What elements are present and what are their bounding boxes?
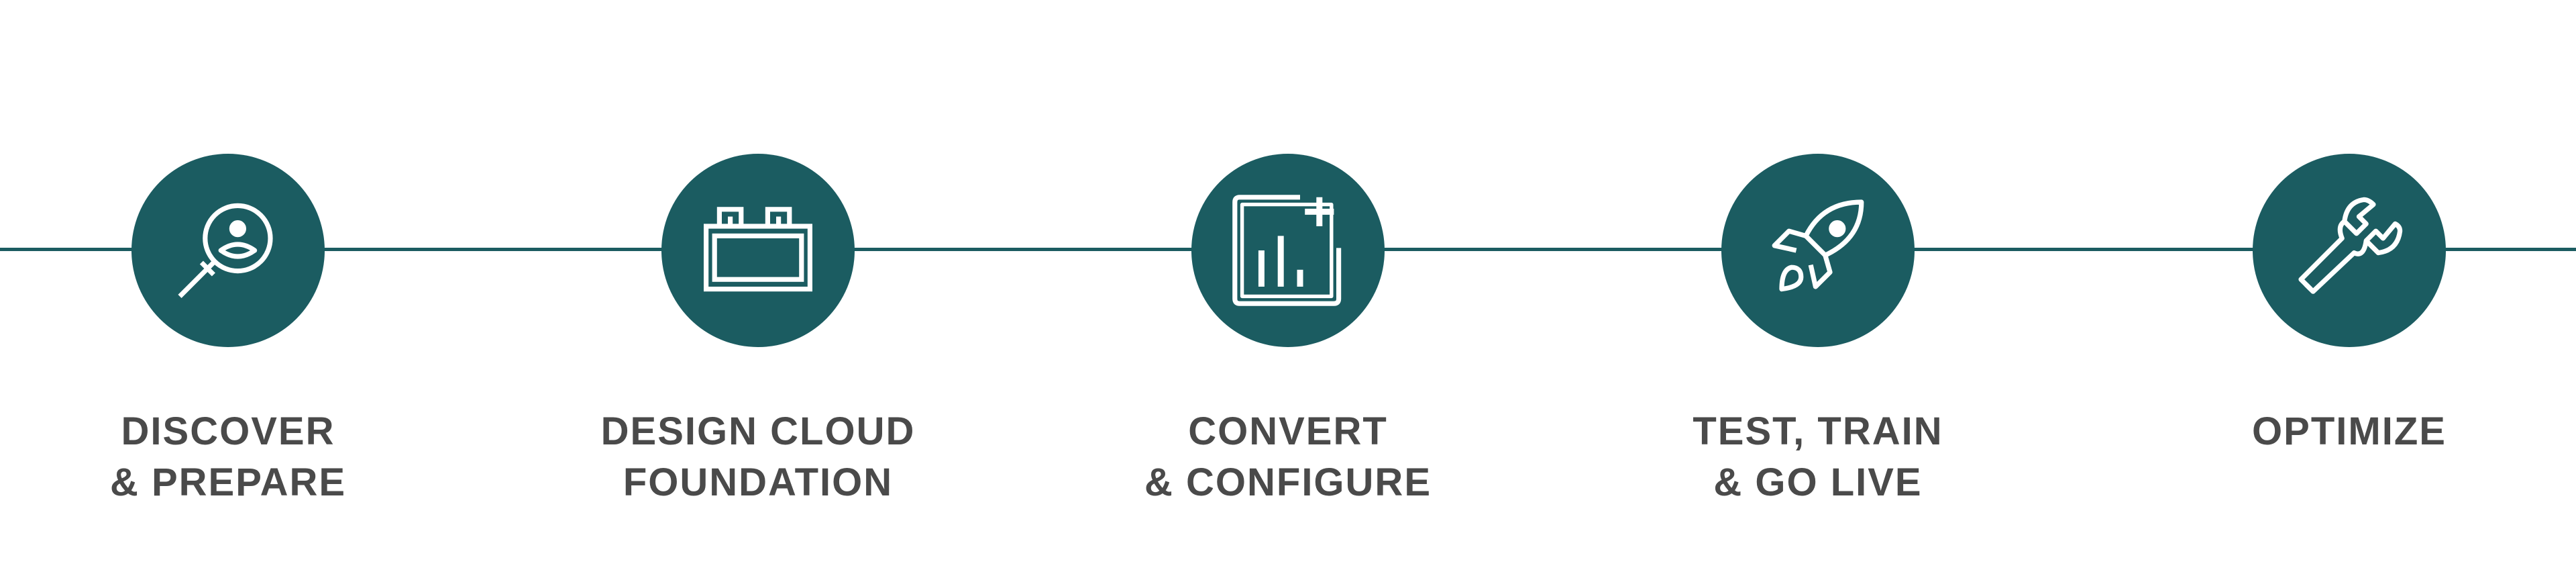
wrench-icon	[2298, 197, 2403, 294]
step-label: OPTIMIZE	[2252, 406, 2447, 457]
step-convert-configure: CONVERT & CONFIGURE	[1087, 154, 1489, 508]
step-circle	[661, 154, 855, 347]
step-label-line: FOUNDATION	[623, 461, 894, 504]
building-blocks-icon	[704, 207, 812, 292]
step-label-line: CONVERT	[1188, 410, 1388, 453]
step-label: CONVERT & CONFIGURE	[1144, 406, 1432, 508]
step-label: DESIGN CLOUD FOUNDATION	[601, 406, 916, 508]
step-circle	[131, 154, 325, 347]
search-person-icon	[178, 203, 273, 298]
step-discover: DISCOVER & PREPARE	[27, 154, 429, 508]
step-circle	[1721, 154, 1915, 347]
step-label: TEST, TRAIN & GO LIVE	[1693, 406, 1943, 508]
step-label-line: & CONFIGURE	[1144, 461, 1432, 504]
step-optimize: OPTIMIZE	[2148, 154, 2551, 457]
step-label-line: & GO LIVE	[1713, 461, 1923, 504]
step-label-line: OPTIMIZE	[2252, 410, 2447, 453]
step-label-line: & PREPARE	[109, 461, 347, 504]
step-label: DISCOVER & PREPARE	[110, 406, 346, 508]
step-circle	[1191, 154, 1385, 347]
step-label-line: DISCOVER	[121, 410, 335, 453]
step-test-train-go-live: TEST, TRAIN & GO LIVE	[1617, 154, 2019, 508]
rocket-icon	[1772, 199, 1864, 292]
step-label-line: TEST, TRAIN	[1693, 410, 1943, 453]
step-label-line: DESIGN CLOUD	[600, 410, 916, 453]
step-design-cloud-foundation: DESIGN CLOUD FOUNDATION	[557, 154, 959, 508]
step-circle	[2253, 154, 2446, 347]
chart-add-icon	[1232, 195, 1342, 306]
